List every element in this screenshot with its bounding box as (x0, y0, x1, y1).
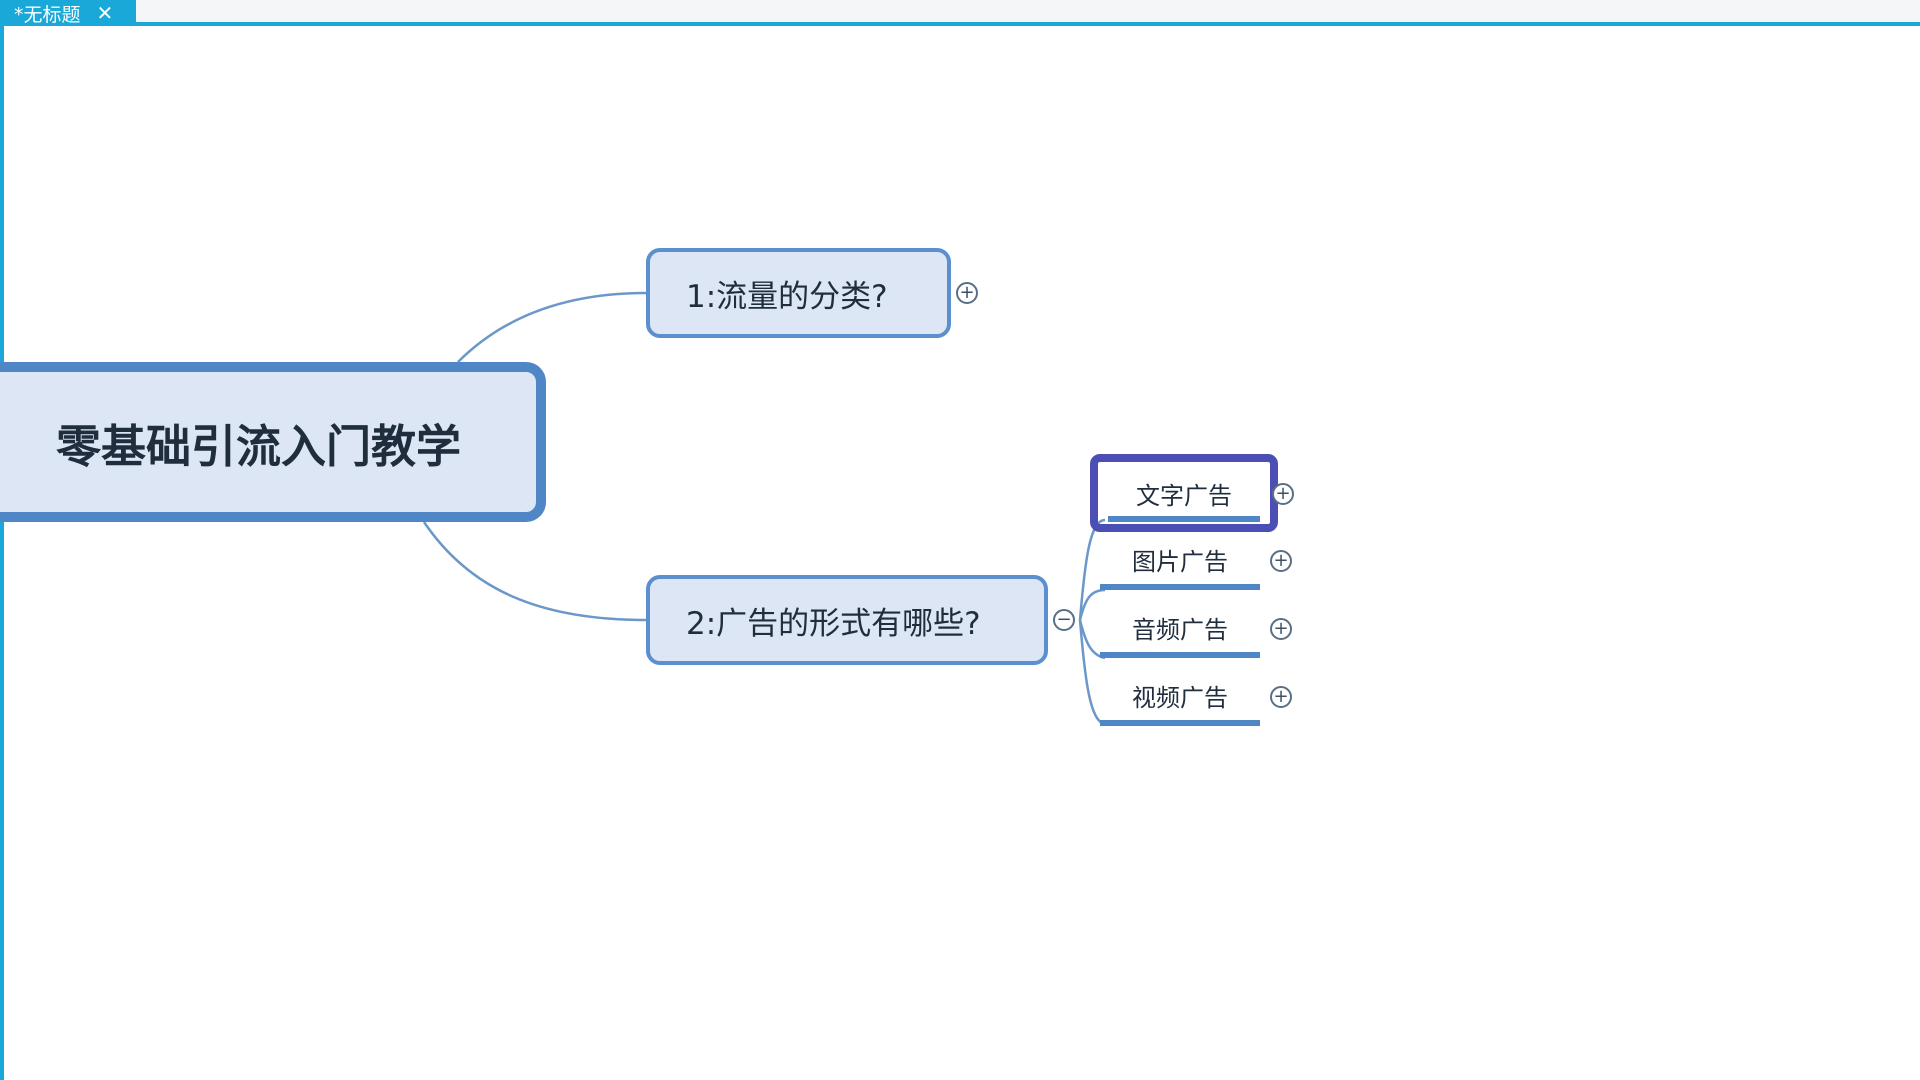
expand-icon[interactable]: + (1270, 550, 1292, 572)
expand-icon[interactable]: + (1270, 618, 1292, 640)
tab-untitled[interactable]: *无标题 ✕ (0, 0, 136, 26)
subtopic-audio-ads[interactable]: 音频广告 (1100, 602, 1260, 658)
subtopic-label: 图片广告 (1132, 547, 1228, 576)
expand-icon[interactable]: + (1270, 686, 1292, 708)
mind-map-canvas[interactable] (4, 26, 1920, 1080)
subtopic-label: 文字广告 (1136, 481, 1232, 510)
expand-icon[interactable]: + (956, 282, 978, 304)
subtopic-underline (1108, 516, 1260, 522)
topic-ad-formats[interactable]: 2:广告的形式有哪些? (646, 575, 1048, 665)
topic-traffic-classification[interactable]: 1:流量的分类? (646, 248, 951, 338)
subtopic-video-ads[interactable]: 视频广告 (1100, 670, 1260, 726)
tab-title: *无标题 (14, 3, 81, 26)
subtopic-label: 视频广告 (1132, 683, 1228, 712)
tab-bar: *无标题 ✕ (0, 0, 1920, 26)
collapse-icon[interactable]: − (1053, 609, 1075, 631)
subtopic-image-ads[interactable]: 图片广告 (1100, 534, 1260, 590)
topic-label: 2:广告的形式有哪些? (686, 605, 981, 642)
canvas-left-border (0, 26, 4, 1080)
subtopic-text-ads[interactable]: 文字广告 (1090, 454, 1278, 532)
topic-label: 1:流量的分类? (686, 278, 888, 315)
expand-icon[interactable]: + (1272, 483, 1294, 505)
root-topic-label: 零基础引流入门教学 (56, 419, 462, 473)
root-topic[interactable]: 零基础引流入门教学 (0, 362, 546, 522)
close-icon[interactable]: ✕ (96, 1, 114, 25)
subtopic-label: 音频广告 (1132, 615, 1228, 644)
